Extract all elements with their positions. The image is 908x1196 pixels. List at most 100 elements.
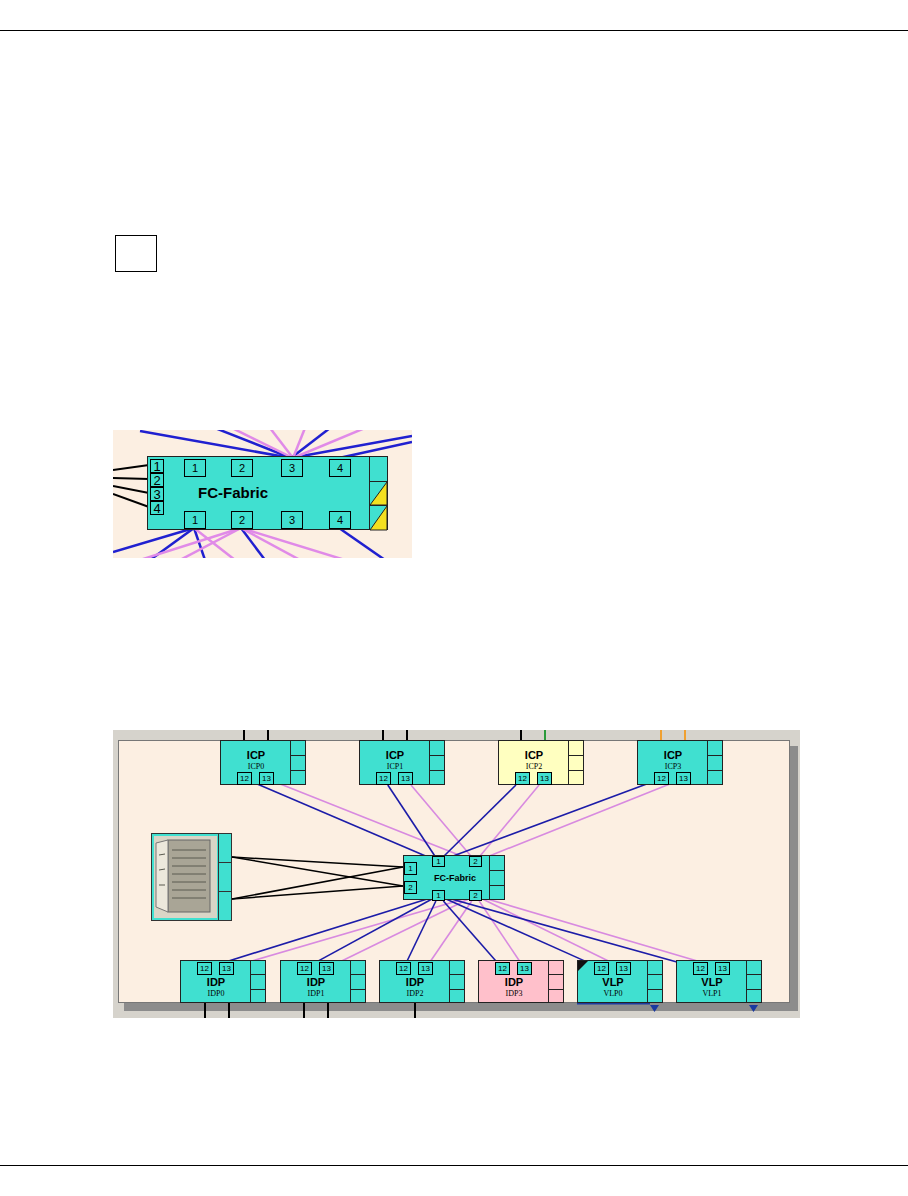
port-number: 2	[151, 474, 163, 486]
port-box: 13	[259, 772, 274, 785]
port-box: 12	[654, 772, 669, 785]
processor-box: ICPICP11213	[359, 740, 445, 785]
fabric-link	[252, 782, 432, 859]
port-number: 13	[518, 963, 531, 974]
port-number: 2	[470, 891, 481, 900]
port-box: 12	[495, 962, 510, 975]
box-title: ICP	[499, 749, 569, 762]
port-box: 12	[376, 772, 391, 785]
box-title: ICP	[638, 749, 708, 762]
port-number: 12	[655, 773, 668, 784]
port-box: 1	[404, 862, 417, 875]
fabric-link	[388, 785, 435, 856]
port-box: 2	[231, 511, 253, 529]
box-title: IDP	[181, 976, 251, 989]
box-id: VLP1	[677, 989, 747, 998]
port-number: 13	[320, 963, 333, 974]
cabinet-cable	[232, 857, 403, 899]
box-title: IDP	[281, 976, 351, 989]
port-number: 13	[220, 963, 233, 974]
processor-box: IDPIDP11213	[280, 960, 366, 1003]
fabric-link	[212, 898, 432, 967]
port-box: 2	[469, 856, 482, 867]
fabric-link	[445, 781, 654, 859]
port-box: 4	[329, 511, 351, 529]
port-number: 2	[405, 882, 416, 893]
port-box: 2	[469, 890, 482, 901]
port-box: 12	[594, 962, 609, 975]
port-number: 1	[405, 863, 416, 874]
port-box: 2	[150, 473, 164, 487]
box-id: IDP2	[380, 989, 450, 998]
port-box: 13	[319, 962, 334, 975]
port-box: 4	[150, 501, 164, 515]
port-box: 12	[237, 772, 252, 785]
port-box: 2	[231, 459, 253, 477]
box-id: IDP0	[181, 989, 251, 998]
port-number: 12	[595, 963, 608, 974]
box-title: ICP	[221, 749, 291, 762]
box-id: ICP2	[499, 762, 569, 771]
fabric-link	[445, 897, 693, 966]
port-number: 1	[433, 891, 444, 900]
processor-box: ICPICP3 12 13	[637, 740, 723, 785]
port-box: 13	[517, 962, 532, 975]
port-box: 13	[616, 962, 631, 975]
fabric-link	[482, 781, 676, 858]
port-number: 2	[232, 512, 252, 528]
processor-box: ICPICP0 12 13	[220, 740, 306, 785]
port-number: 1	[151, 460, 163, 472]
port-number: 13	[677, 773, 690, 784]
box-column	[489, 856, 505, 900]
port-number: 2	[470, 857, 481, 866]
box-title: VLP	[677, 976, 747, 989]
box-column	[350, 961, 366, 1003]
box-column	[369, 457, 388, 531]
port-number: 3	[282, 460, 302, 476]
processor-box: VLPVLP11213	[676, 960, 762, 1003]
port-number: 13	[260, 773, 273, 784]
box-column	[250, 961, 266, 1003]
box-column	[707, 741, 723, 785]
port-box: 13	[219, 962, 234, 975]
port-number: 13	[716, 963, 729, 974]
port-box: 2	[404, 881, 417, 894]
port-box: 12	[396, 962, 411, 975]
port-number: 12	[516, 773, 529, 784]
fabric-link	[334, 899, 469, 965]
box-title: VLP	[578, 976, 648, 989]
port-number: 12	[238, 773, 251, 784]
port-number: 13	[419, 963, 432, 974]
fabric-link	[407, 901, 436, 962]
processor-box: IDPIDP21213	[379, 960, 465, 1003]
empty-box	[116, 236, 157, 272]
port-number: 4	[330, 512, 350, 528]
page-rule	[0, 1165, 908, 1166]
port-number: 4	[330, 460, 350, 476]
port-box: 12	[297, 962, 312, 975]
fabric-link	[312, 899, 432, 964]
box-column	[290, 741, 306, 785]
port-number: 1	[433, 857, 444, 866]
port-box: 3	[281, 459, 303, 477]
port-number: 12	[298, 963, 311, 974]
fabric-snapshot	[113, 430, 412, 558]
port-box: 13	[398, 772, 413, 785]
port-number: 13	[538, 773, 551, 784]
processor-box: IDPIDP01213	[180, 960, 266, 1003]
port-box: 12	[515, 772, 530, 785]
box-id: VLP0	[578, 989, 648, 998]
box-id: ICP0	[221, 762, 291, 771]
port-box: 13	[537, 772, 552, 785]
fabric-link	[480, 785, 539, 856]
box-column	[647, 961, 663, 1003]
fabric-link	[411, 785, 471, 856]
port-box: 1	[150, 459, 164, 473]
box-id: ICP3	[638, 762, 708, 771]
port-number: 2	[232, 460, 252, 476]
port-number: 3	[282, 512, 302, 528]
